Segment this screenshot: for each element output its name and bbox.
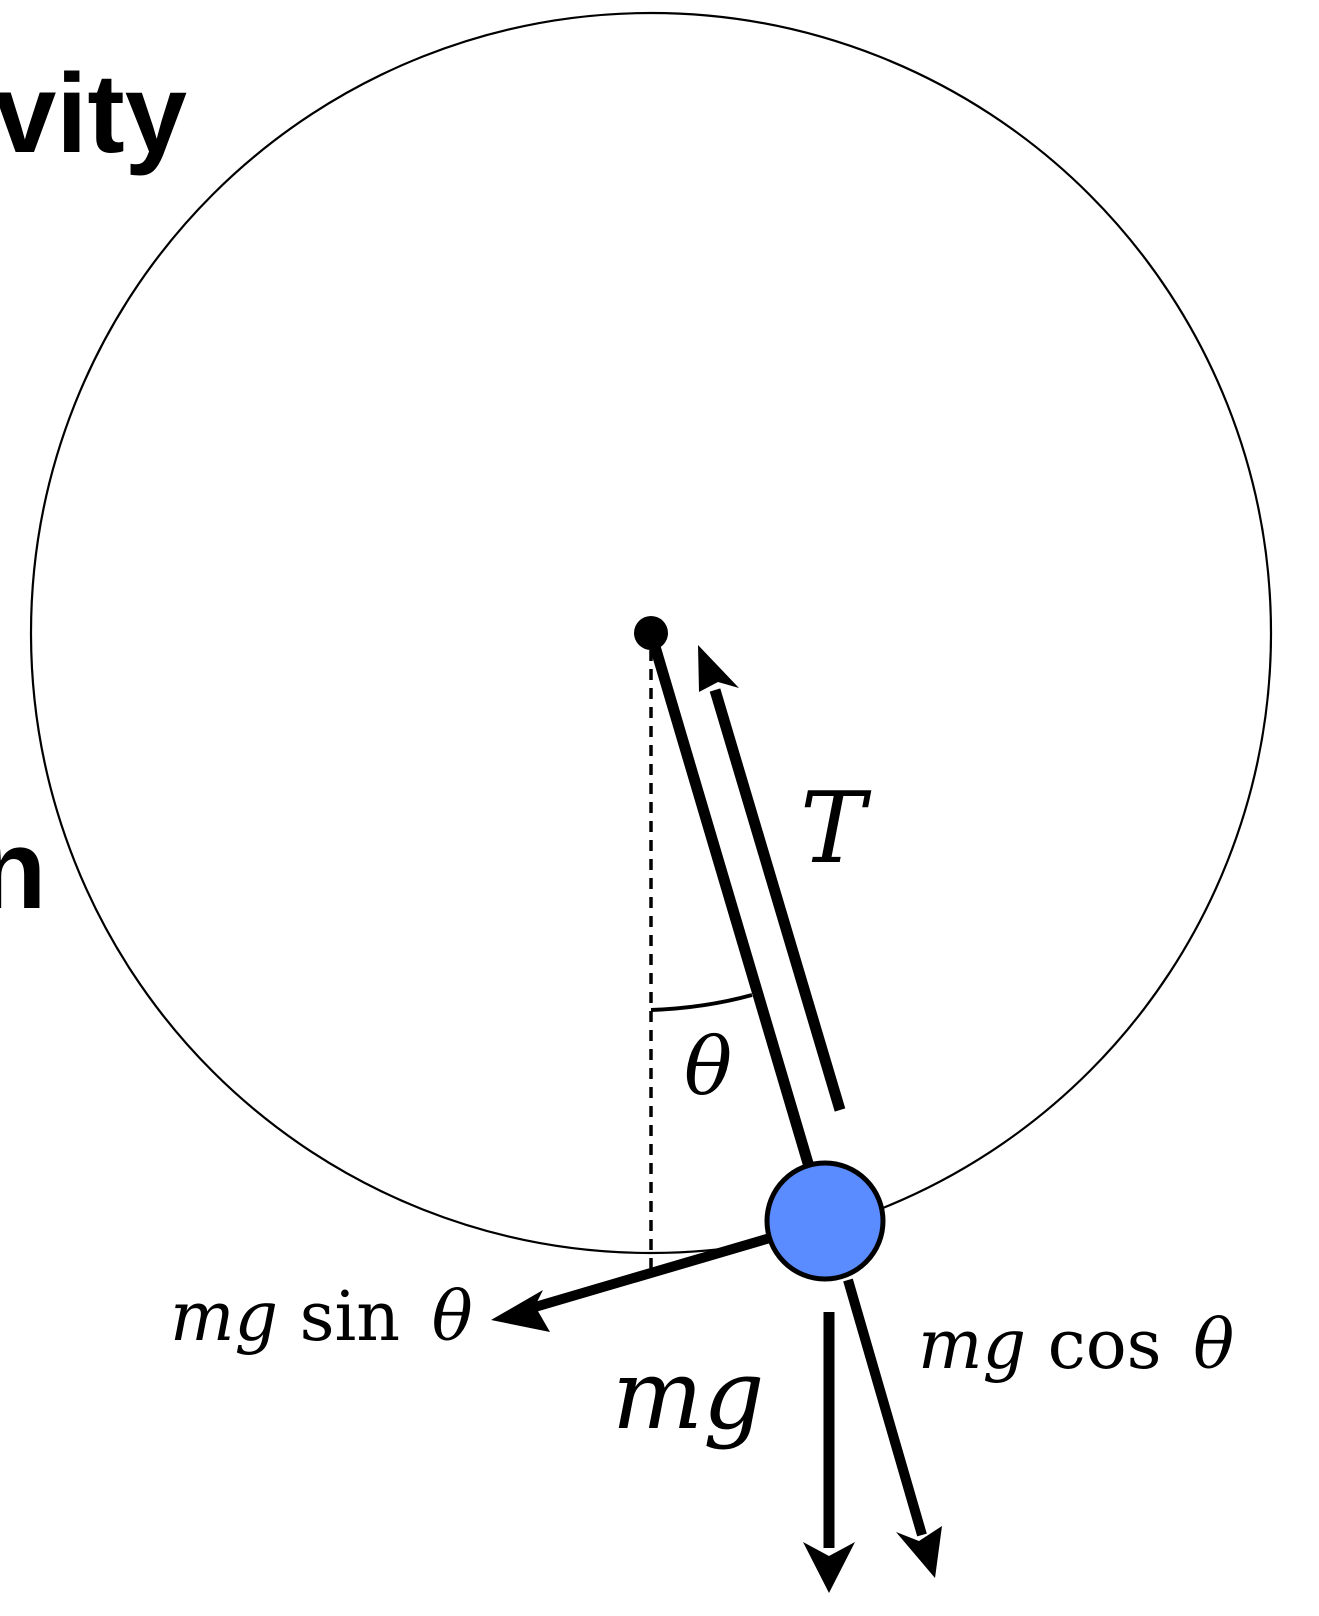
radial-component-label-var: θ (1193, 1306, 1234, 1385)
radial-component-label-mg: mg (918, 1306, 1026, 1385)
radial-component-arrowhead (896, 1526, 942, 1578)
cropped-title-fragment-top: vity (0, 51, 187, 176)
radial-component-arrow-shaft (843, 1278, 927, 1537)
angle-arc (650, 993, 753, 1012)
radial-component-label-fn: cos (1048, 1306, 1162, 1385)
tangential-component-label-mg: mg (170, 1278, 278, 1357)
tension-arrowhead (698, 645, 739, 692)
pivot-point (634, 616, 668, 650)
tangential-component-label: mg sin θ (170, 1278, 473, 1357)
cropped-title-fragment-middle: n (0, 807, 46, 932)
tangential-component-label-fn: sin (300, 1278, 400, 1357)
weight-label: mg (612, 1339, 764, 1451)
tension-arrow-shaft (709, 688, 846, 1112)
tangential-component-arrowhead (491, 1290, 550, 1332)
gravity-arrowhead (803, 1542, 855, 1593)
tension-label: T (800, 772, 872, 886)
angle-label: θ (684, 1020, 732, 1113)
tangential-component-arrow-shaft (533, 1233, 772, 1312)
pendulum-rod (645, 631, 816, 1172)
circular-path (29, 11, 1273, 1255)
tangential-component-label-var: θ (432, 1278, 473, 1357)
radial-component-label: mg cos θ (918, 1306, 1234, 1385)
pendulum-bob (764, 1160, 886, 1282)
